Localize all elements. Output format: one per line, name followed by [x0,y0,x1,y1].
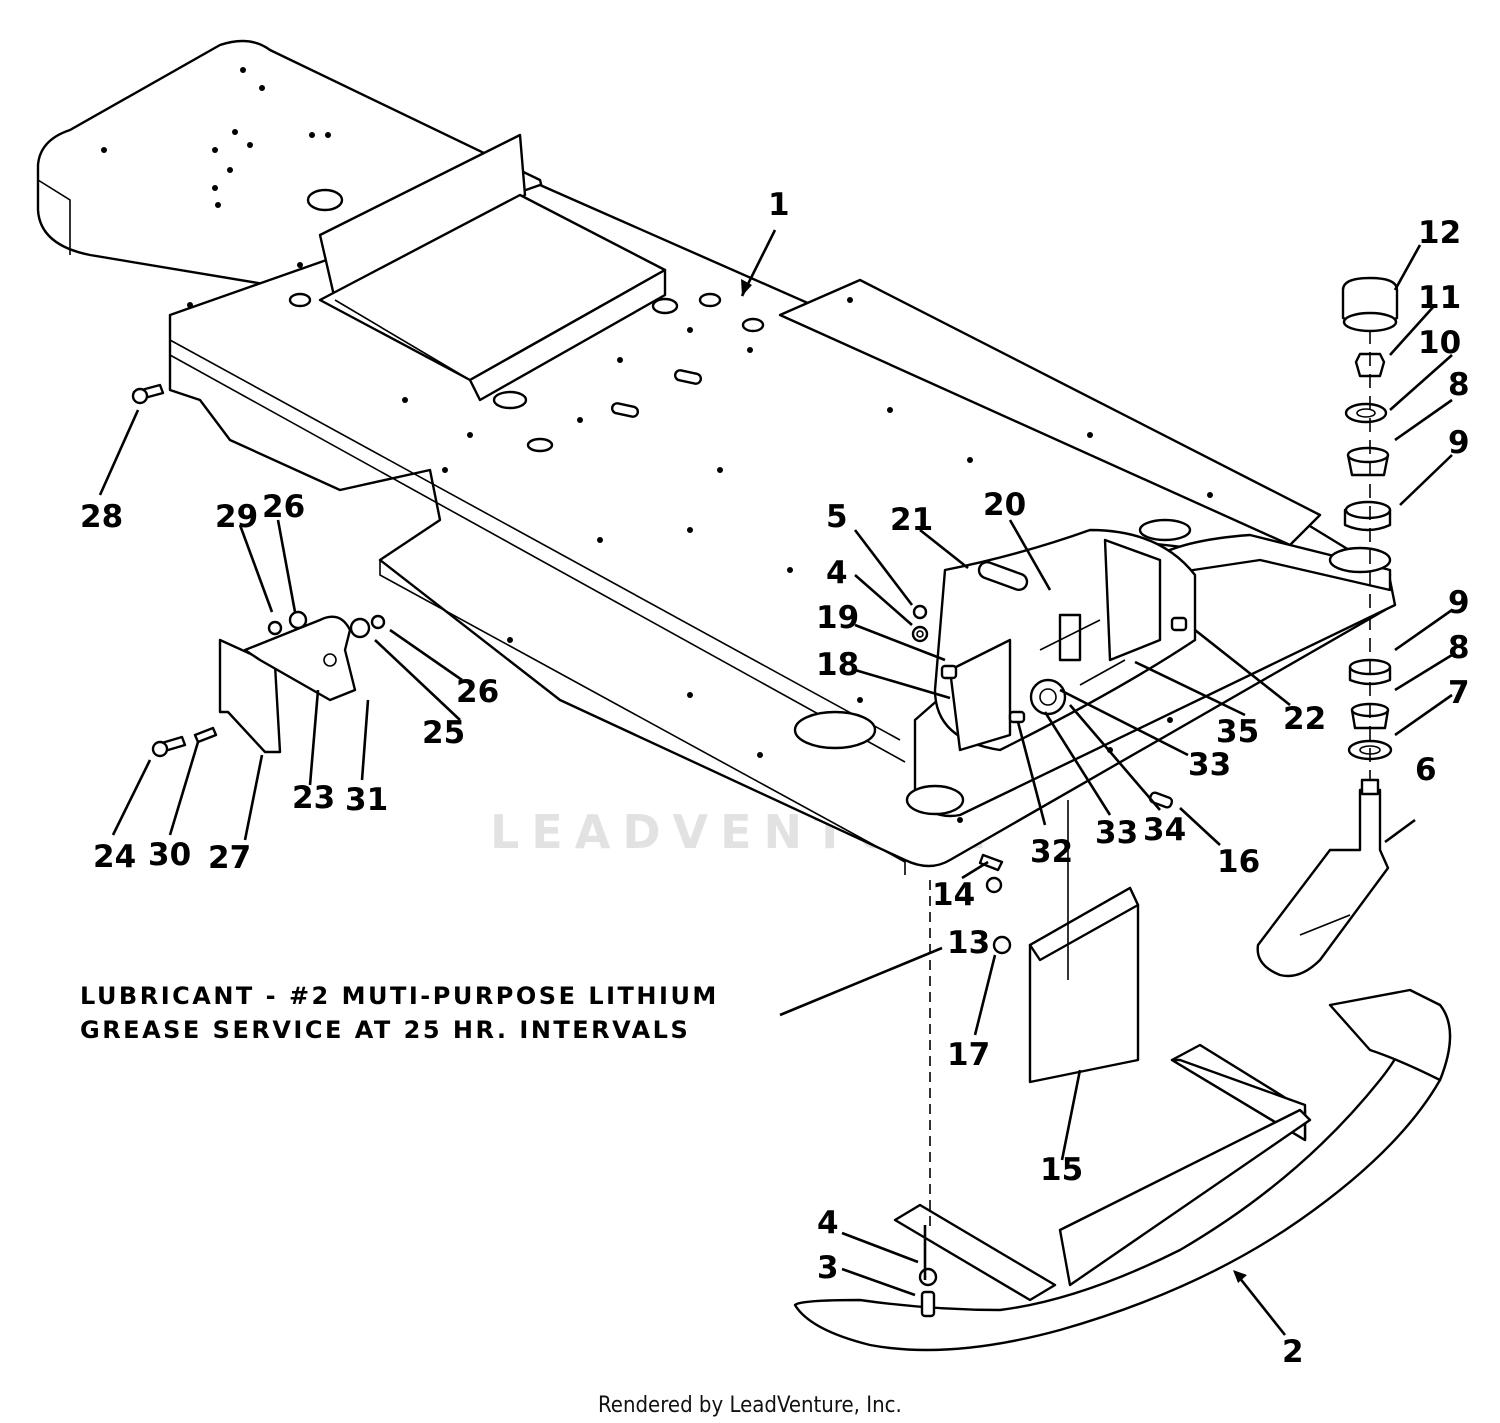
callout-1: 1 [768,187,790,223]
callout-19: 19 [816,600,859,636]
callout-14: 14 [932,877,975,913]
front-panel [1028,800,1140,1084]
callout-25: 25 [422,715,465,751]
lubricant-note: LUBRICANT - #2 MUTI-PURPOSE LITHIUM GREA… [80,982,719,1044]
callout-20: 20 [983,487,1026,523]
callout-24: 24 [93,839,136,875]
note-line-2: GREASE SERVICE AT 25 HR. INTERVALS [80,1016,690,1044]
callout-16: 16 [1217,844,1260,880]
front-bumper [793,880,1452,1352]
callout-9-upper: 9 [1448,425,1470,461]
callout-26-right: 26 [456,674,499,710]
callout-22: 22 [1283,701,1326,737]
callout-32: 32 [1030,834,1073,870]
callout-28: 28 [80,499,123,535]
callout-34: 34 [1143,812,1186,848]
callout-5: 5 [826,499,848,535]
callout-6: 6 [1415,752,1437,788]
small-hardware [978,791,1174,955]
leader-lines [98,229,1453,1336]
note-line-1: LUBRICANT - #2 MUTI-PURPOSE LITHIUM [80,982,719,1010]
callout-29: 29 [215,499,258,535]
callout-8-lower: 8 [1448,630,1470,666]
callout-35: 35 [1216,714,1259,750]
callout-2: 2 [1282,1334,1304,1370]
callout-27: 27 [208,840,251,876]
callout-26-upper: 26 [262,489,305,525]
callout-13: 13 [947,925,990,961]
callout-30: 30 [148,837,191,873]
steering-bracket-assembly [911,528,1197,752]
callout-9-lower: 9 [1448,585,1470,621]
callout-23: 23 [292,780,335,816]
footer-credit: Rendered by LeadVenture, Inc. [598,1393,902,1418]
callout-4-upper: 4 [826,555,848,591]
callout-15: 15 [1040,1152,1083,1188]
callout-11: 11 [1418,280,1461,316]
callout-labels: 1 2 3 4 4 5 6 7 8 8 9 9 10 11 12 13 14 1… [80,187,1470,1370]
callout-21: 21 [890,502,933,538]
callout-12: 12 [1418,215,1461,251]
callout-7: 7 [1448,675,1470,711]
callout-4-lower: 4 [817,1205,839,1241]
callout-33-lower: 33 [1095,815,1138,851]
callout-8-upper: 8 [1448,367,1470,403]
callout-10: 10 [1418,325,1461,361]
callout-3: 3 [817,1250,839,1286]
callout-18: 18 [816,647,859,683]
callout-33-right: 33 [1188,747,1231,783]
callout-17: 17 [947,1037,990,1073]
pivot-bracket-assembly [131,383,386,758]
callout-31: 31 [345,782,388,818]
spindle-stack [1256,276,1399,978]
